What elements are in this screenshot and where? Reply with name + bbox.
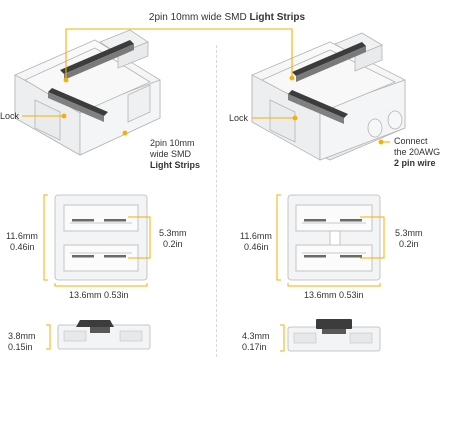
left-pin-dim	[128, 216, 151, 259]
right-lock-dot	[292, 115, 298, 121]
title-prefix: 2pin 10mm wide SMD	[148, 12, 247, 23]
right-wire-line3: 2 pin wire	[394, 158, 436, 168]
left-metal-contacts	[48, 40, 134, 122]
left-side-mm: 3.8mm	[8, 331, 36, 341]
right-pin-in: 0.2in	[399, 239, 419, 249]
left-pin-mm: 5.3mm	[159, 228, 187, 238]
right-lock-label: Lock	[229, 113, 249, 123]
left-height-dim	[43, 194, 48, 281]
right-pin-dim	[360, 216, 385, 259]
right-height-mm: 11.6mm	[240, 231, 272, 241]
right-pin-label: 5.3mm 0.2in	[395, 228, 423, 250]
right-height-label: 11.6mm 0.46in	[240, 231, 272, 253]
title-leader	[65, 28, 293, 80]
right-pin-mm: 5.3mm	[395, 228, 423, 238]
right-height-in: 0.46in	[244, 242, 269, 252]
right-side-label: 4.3mm 0.17in	[242, 331, 270, 353]
right-wire-ports	[367, 110, 403, 138]
right-side-in: 0.17in	[242, 342, 267, 352]
left-pin-label: 5.3mm 0.2in	[159, 228, 187, 250]
right-metal-contacts	[288, 42, 366, 124]
right-top-contacts	[304, 219, 362, 258]
right-height-dim	[276, 194, 281, 281]
left-strip-dot	[122, 130, 128, 136]
title-leader-dot-left	[63, 77, 69, 83]
right-wire-dot	[378, 139, 384, 145]
right-wire-label: Connect the 20AWG 2 pin wire	[394, 136, 440, 169]
right-width-dim	[287, 283, 381, 287]
right-wire-line1: Connect	[394, 136, 428, 146]
left-top-contacts	[72, 219, 126, 258]
title-bold: Light Strips	[249, 12, 306, 23]
left-height-label: 11.6mm 0.46in	[6, 231, 38, 253]
right-side-mm: 4.3mm	[242, 331, 270, 341]
left-pin-in: 0.2in	[163, 239, 183, 249]
column-divider	[216, 45, 217, 357]
left-side-in: 0.15in	[8, 342, 33, 352]
left-strip-label: 2pin 10mm wide SMD Light Strips	[150, 138, 200, 171]
left-width-label: 13.6mm 0.53in	[69, 290, 129, 300]
left-height-mm: 11.6mm	[6, 231, 38, 241]
left-side-label: 3.8mm 0.15in	[8, 331, 36, 353]
left-lock-dot	[61, 113, 67, 119]
left-side-view	[57, 320, 151, 350]
left-width-dim	[54, 283, 148, 287]
left-height-in: 0.46in	[10, 242, 35, 252]
right-side-dim	[280, 324, 285, 352]
diagram-title: 2pin 10mm wide SMD Light Strips	[0, 12, 454, 23]
left-side-dim	[46, 324, 51, 350]
left-strip-line3: Light Strips	[150, 160, 200, 170]
right-width-label: 13.6mm 0.53in	[304, 290, 364, 300]
left-connector-3d	[14, 29, 161, 156]
right-side-view	[287, 319, 381, 352]
left-top-view	[54, 194, 148, 281]
right-top-view	[287, 194, 381, 281]
left-strip-line2: wide SMD	[150, 149, 192, 159]
right-wire-line2: the 20AWG	[394, 147, 441, 157]
left-lock-label: Lock	[0, 111, 20, 121]
title-leader-dot-right	[289, 75, 295, 81]
left-strip-line1: 2pin 10mm	[150, 138, 195, 148]
